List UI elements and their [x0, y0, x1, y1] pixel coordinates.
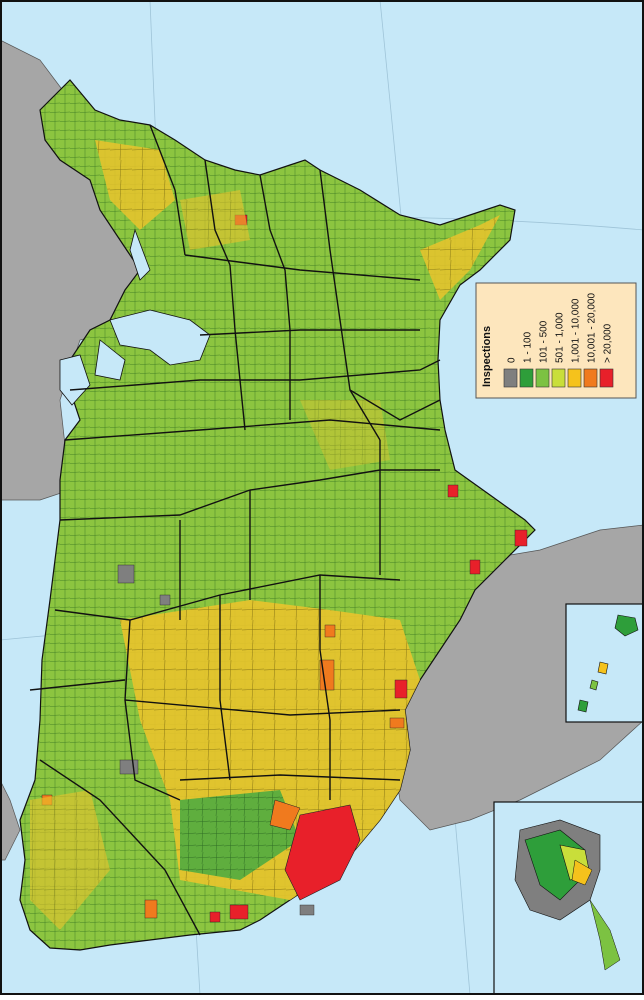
legend-swatch	[503, 368, 518, 388]
legend-swatch	[551, 368, 566, 388]
legend-label: 10,001 - 20,000	[587, 293, 598, 363]
lake	[109, 309, 211, 366]
legend-swatch	[519, 368, 534, 388]
legend-swatch	[567, 368, 582, 388]
lake	[59, 354, 91, 406]
legend-title: Inspections	[481, 326, 493, 387]
legend-label: > 20,000	[603, 323, 614, 363]
lake	[129, 228, 151, 281]
legend-swatch	[535, 368, 550, 388]
legend-swatch	[599, 368, 614, 388]
legend-label: 501 - 1,000	[555, 312, 566, 363]
legend-label: 101 - 500	[539, 320, 550, 363]
alaska-inset	[493, 801, 644, 996]
lake	[94, 339, 126, 381]
conterminous-us	[19, 79, 536, 951]
hawaii-inset	[565, 603, 644, 723]
state-boundaries	[29, 124, 441, 936]
legend-label: 1,001 - 10,000	[571, 298, 582, 363]
legend-swatch	[583, 368, 598, 388]
legend: Inspections 0 1 - 100 101 - 500 501 - 1,000…	[475, 282, 637, 399]
legend-label: 0	[507, 357, 518, 363]
legend-label: 1 - 100	[523, 331, 534, 363]
